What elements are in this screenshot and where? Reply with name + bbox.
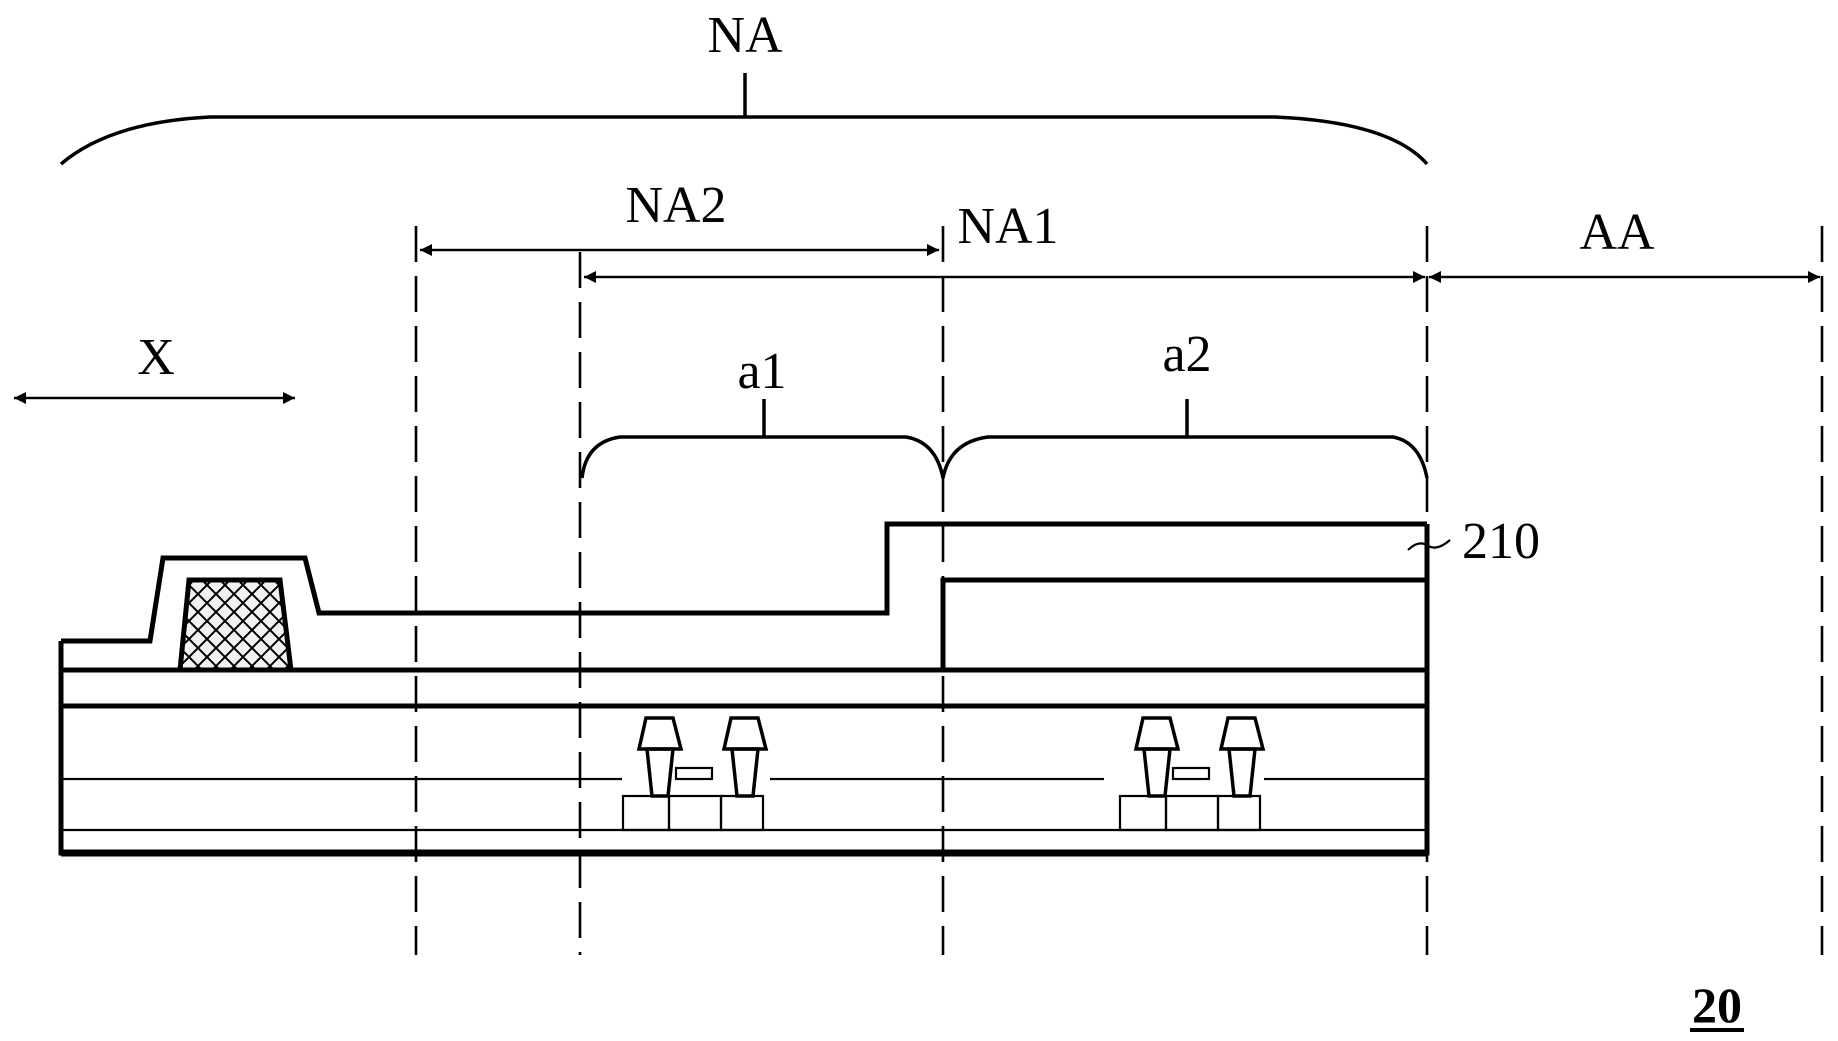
layer-210-leader <box>1407 539 1451 551</box>
aa-dimension: AA <box>1429 204 1820 283</box>
layer-stack: 210 <box>58 513 1540 857</box>
inner-step-layer <box>940 577 1427 670</box>
a1-brace: a1 <box>580 343 945 479</box>
na2-dimension: NA2 <box>420 177 939 256</box>
na-brace: NA <box>59 7 1429 166</box>
transistor-a2 <box>1118 716 1266 832</box>
figure-number: 20 <box>1690 977 1744 1033</box>
label-aa: AA <box>1579 204 1655 261</box>
label-a2: a2 <box>1162 326 1211 383</box>
label-na1: NA1 <box>957 198 1058 255</box>
label-210: 210 <box>1462 513 1540 570</box>
hatched-dam <box>177 577 294 673</box>
x-direction: X <box>14 329 295 404</box>
transistor-a1 <box>621 716 769 832</box>
boundary-lines <box>414 226 1824 955</box>
label-na: NA <box>707 7 783 64</box>
substrate-outline <box>58 524 1430 856</box>
label-na2: NA2 <box>625 177 726 234</box>
na1-dimension: NA1 <box>584 198 1425 283</box>
label-x: X <box>137 329 175 386</box>
encapsulation-profile <box>61 521 1427 644</box>
figure-number-text: 20 <box>1692 977 1742 1033</box>
a2-brace: a2 <box>941 326 1429 479</box>
label-a1: a1 <box>737 343 786 400</box>
